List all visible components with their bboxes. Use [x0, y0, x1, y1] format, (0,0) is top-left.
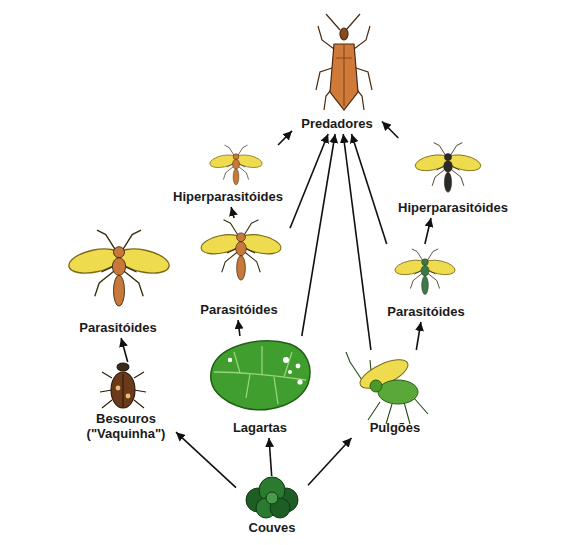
assassin-bug-part: [340, 28, 348, 40]
food-web-arrow: [416, 322, 421, 350]
aphid-node: Pulgões: [343, 350, 447, 438]
leaf-part: [283, 357, 289, 363]
food-web-arrow: [308, 438, 352, 485]
beetle-part: [111, 372, 135, 408]
hyperparasitoid-node: Hiperparasitóides: [386, 138, 520, 218]
node-label: Couves: [249, 520, 296, 535]
aphid-part: [370, 380, 382, 392]
food-web-arrow: [302, 134, 335, 336]
node-label: Parasitóides: [387, 304, 464, 319]
node-label: Parasitóides: [79, 320, 156, 335]
food-web-arrow: [425, 218, 431, 244]
cabbage-part: [266, 492, 278, 504]
beetle-part: [122, 374, 123, 408]
node-label: Hiperparasitóides: [398, 200, 508, 215]
node-label: Parasitóides: [200, 302, 277, 317]
food-web-arrow: [269, 438, 272, 476]
hyperparasitoid-wasp: [414, 143, 482, 193]
food-web-arrow: [121, 338, 128, 362]
parasitoid-node: Parasitóides: [62, 228, 174, 338]
caterpillar-node: Lagartas: [204, 336, 316, 438]
hyperparasitoid-node: Hiperparasitóides: [160, 145, 296, 207]
cabbage-node: Couves: [236, 476, 308, 538]
food-web-arrow: [278, 131, 292, 145]
assassin-bug: [316, 14, 372, 110]
food-web-arrow: [176, 432, 236, 487]
node-label: Predadores: [301, 116, 373, 131]
assassin-bug-part: [330, 44, 358, 110]
leaf-part: [228, 358, 232, 362]
beetle-part: [117, 363, 129, 371]
node-label: Hiperparasitóides: [173, 189, 283, 204]
aphid-part: [378, 380, 418, 404]
leaf: [211, 341, 310, 410]
food-web-arrow: [231, 207, 234, 218]
beetle-part: [116, 386, 121, 391]
leaf-part: [297, 379, 302, 384]
food-web-arrow: [238, 320, 240, 336]
leaf-part: [288, 370, 292, 374]
food-web-arrow: [343, 134, 371, 350]
parasitoid-node: Parasitóides: [188, 218, 290, 320]
leaf-part: [296, 364, 301, 369]
parasitoid-wasp: [67, 230, 172, 306]
node-label: Pulgões: [370, 420, 421, 435]
beetle-node: Besouros ("Vaquinha"): [76, 362, 176, 444]
parasitoid-node: Parasitóides: [378, 244, 474, 322]
beetle-part: [126, 394, 131, 399]
assassin-bug-part: [336, 44, 352, 106]
leaf-part: [214, 346, 306, 404]
hyperparasitoid-wasp: [209, 145, 264, 185]
parasitoid-wasp: [394, 249, 457, 295]
predator-node: Predadores: [292, 12, 382, 134]
food-web-arrow: [352, 134, 387, 244]
beetle: [100, 363, 146, 408]
parasitoid-wasp: [199, 220, 282, 280]
cabbage: [246, 477, 298, 518]
leaf-part: [211, 341, 310, 410]
node-label: Lagartas: [233, 420, 287, 435]
aphid: [346, 352, 428, 424]
node-label: Besouros ("Vaquinha"): [80, 411, 172, 441]
beetle-part: [100, 372, 146, 408]
food-web-arrow: [382, 122, 398, 139]
